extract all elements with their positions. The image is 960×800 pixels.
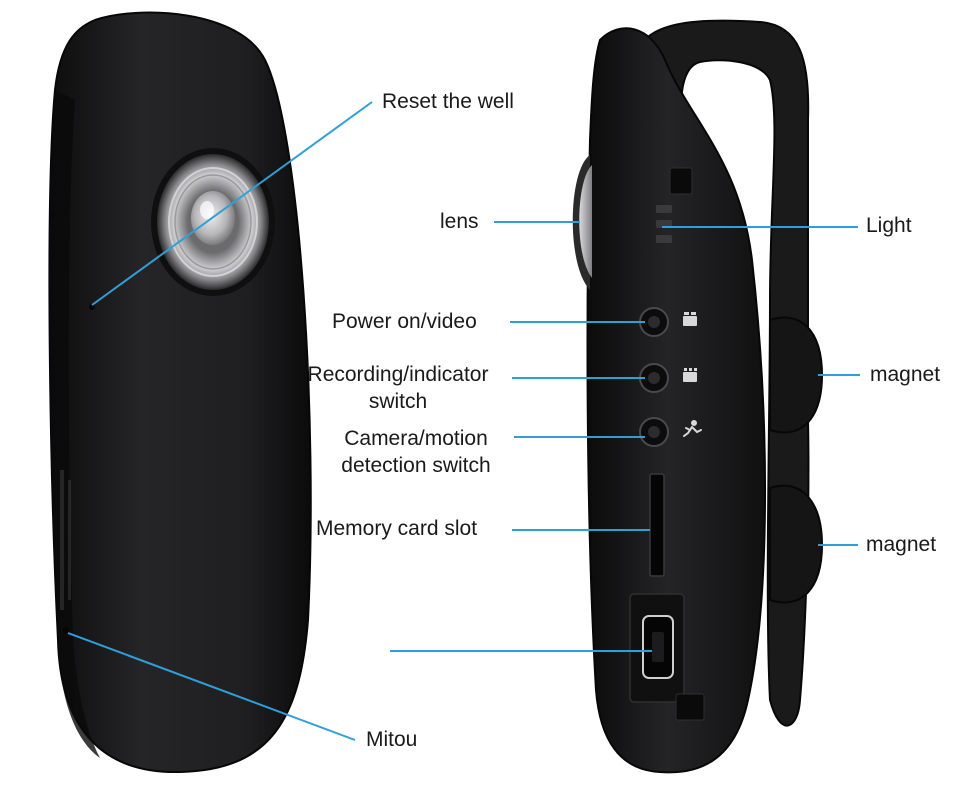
magnet-top xyxy=(769,316,824,434)
label-camera-line2: detection switch xyxy=(341,454,491,477)
label-lens: lens xyxy=(440,210,479,233)
side-view-device xyxy=(572,19,824,774)
label-power: Power on/video xyxy=(332,310,477,333)
label-recording: Recording/indicator switch xyxy=(290,361,506,415)
camera-lens-icon xyxy=(151,148,275,296)
bottom-port xyxy=(675,693,705,721)
label-camera-line1: Camera/motion xyxy=(344,427,488,450)
front-view-device xyxy=(48,11,312,774)
usb-port-icon xyxy=(629,593,685,703)
memory-card-slot xyxy=(649,473,665,577)
front-body-edge xyxy=(49,90,100,758)
video-icon xyxy=(683,312,697,326)
leader-lines xyxy=(67,101,860,741)
label-camera: Camera/motion detection switch xyxy=(326,425,506,479)
regulatory-marks xyxy=(60,470,71,610)
label-memory-slot: Memory card slot xyxy=(316,517,478,540)
front-body xyxy=(48,11,312,774)
recording-icon xyxy=(683,368,697,382)
label-magnet-bottom: magnet xyxy=(866,533,937,556)
label-recording-line1: Recording/indicator xyxy=(307,363,489,386)
label-reset: Reset the well xyxy=(382,90,514,113)
label-light: Light xyxy=(866,214,912,237)
top-port xyxy=(669,167,693,195)
leader-reset xyxy=(91,101,373,306)
led-indicator-icon xyxy=(656,205,672,243)
reset-hole xyxy=(89,304,95,310)
label-mic: Mitou xyxy=(366,728,418,751)
toggle-switch-icon xyxy=(639,307,669,447)
mic-hole xyxy=(63,627,69,633)
label-recording-line2: switch xyxy=(368,390,428,413)
leader-mic xyxy=(67,632,356,741)
side-lens xyxy=(572,155,592,290)
running-figure-icon xyxy=(683,420,702,437)
label-magnet-top: magnet xyxy=(870,363,941,386)
magnet-bottom xyxy=(769,484,824,604)
